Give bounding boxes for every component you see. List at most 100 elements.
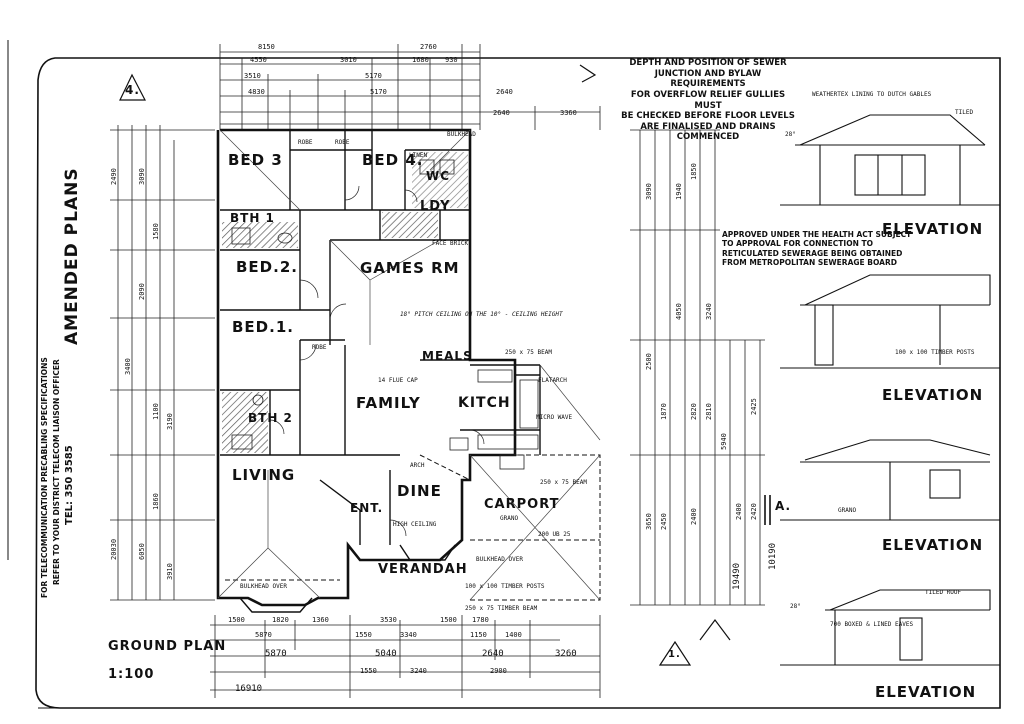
amended-plans-title: AMENDED PLANS — [62, 167, 82, 345]
dimension-label: 1580 — [152, 223, 160, 240]
ground-plan-label: GROUND PLAN — [108, 639, 227, 654]
roof-pitch: 28° — [785, 131, 796, 138]
approval-note: APPROVED UNDER THE HEALTH ACT SUBJECT TO… — [722, 230, 912, 268]
annotation-high-ceiling: HIGH CEILING — [393, 521, 437, 528]
room-bed3: BED 3 — [228, 151, 283, 169]
dimension-label: 1680 — [412, 56, 429, 64]
dimension-label: 3090 — [645, 183, 653, 200]
dimension-label: 2500 — [645, 353, 653, 370]
dimension-label: 6050 — [138, 543, 146, 560]
elevation-note: WEATHERTEX LINING TO DUTCH GABLES — [812, 91, 932, 98]
dimension-label: 5940 — [720, 433, 728, 450]
dimension-label: 2640 — [493, 109, 510, 117]
annotation-flatarch: FLATARCH — [538, 377, 567, 384]
room-wc: WC — [426, 169, 451, 183]
dimension-label: 1870 — [660, 403, 668, 420]
approval-note-line: TO APPROVAL FOR CONNECTION TO — [722, 239, 873, 249]
room-entry: ENT. — [350, 501, 384, 515]
room-bath1: BTH 1 — [230, 211, 275, 225]
room-family: FAMILY — [356, 394, 421, 412]
annotation-bulkhead-over: BULKHEAD OVER — [476, 556, 523, 563]
dimension-label: 5870 — [265, 649, 287, 659]
section-mark: A. — [775, 499, 792, 513]
dimension-label: 3510 — [244, 72, 261, 80]
dimension-label: 5170 — [365, 72, 382, 80]
telecom-note-line1: FOR TELECOMMUNICATION PRECABLING SPECIFI… — [40, 357, 49, 598]
dimension-label: 10190 — [768, 542, 778, 570]
dimension-label: 3340 — [400, 631, 417, 639]
elevation-title: ELEVATION — [882, 536, 984, 554]
dimension-label: 19490 — [732, 562, 742, 590]
elevation-title: ELEVATION — [882, 220, 984, 238]
dimension-label: 2420 — [750, 503, 758, 520]
annotation-micro-wave: MICRO WAVE — [536, 414, 573, 421]
sheet-mark: 4. — [125, 83, 140, 97]
room-meals: MEALS — [422, 349, 473, 363]
annotation-robe: ROBE — [312, 344, 327, 351]
dimension-label: 3530 — [380, 616, 397, 624]
sewer-note: DEPTH AND POSITION OF SEWER JUNCTION AND… — [618, 58, 798, 143]
dimension-label: 2450 — [660, 513, 668, 530]
room-carport: CARPORT — [484, 497, 560, 512]
dimension-label: 2810 — [705, 403, 713, 420]
dimension-label: 1360 — [312, 616, 329, 624]
scale-label: 1:100 — [108, 667, 155, 682]
annotation-linen: LINEN — [409, 152, 428, 159]
dimension-label: 1850 — [690, 163, 698, 180]
dimension-label: 4830 — [248, 88, 265, 96]
elevation-title: ELEVATION — [875, 683, 977, 701]
dimension-label: 1150 — [470, 631, 487, 639]
dimension-label: 2090 — [138, 283, 146, 300]
annotation-bulkhead: BULKHEAD — [447, 131, 476, 138]
annotation-carport-beam: 250 x 75 BEAM — [540, 479, 587, 486]
annotation-bulkhead-over: BULKHEAD OVER — [240, 583, 287, 590]
dimension-label: 1780 — [472, 616, 489, 624]
dimension-label: 1550 — [355, 631, 372, 639]
room-bath2: BTH 2 — [248, 411, 293, 425]
dimension-label: 3010 — [340, 56, 357, 64]
dimension-label: 3240 — [705, 303, 713, 320]
room-verandah: VERANDAH — [378, 562, 468, 577]
annotation-arch: ARCH — [410, 462, 425, 469]
dimension-label: 4550 — [250, 56, 267, 64]
dimension-label: 2900 — [490, 667, 507, 675]
approval-note-line: RETICULATED SEWERAGE BEING OBTAINED — [722, 248, 903, 258]
annotation-ub: 200 UB 25 — [538, 531, 571, 538]
dimension-label: 5170 — [370, 88, 387, 96]
sewer-note-line: BE CHECKED BEFORE FLOOR LEVELS — [621, 111, 795, 122]
dimension-label: 1100 — [152, 403, 160, 420]
annotation-chimney: 14 FLUE CAP — [378, 377, 418, 384]
room-kitchen: KITCH — [458, 395, 511, 411]
room-dine: DINE — [397, 482, 442, 500]
dimension-label: 5040 — [375, 649, 397, 659]
annotation-face-brick: FACE BRICK — [432, 240, 469, 247]
dimension-label: 5870 — [255, 631, 272, 639]
dimension-label: 3910 — [166, 563, 174, 580]
dimension-label: 2425 — [750, 398, 758, 415]
dimension-label: 1940 — [675, 183, 683, 200]
dimension-label: 3260 — [555, 649, 577, 659]
dimension-label: 16910 — [235, 684, 263, 694]
dimension-label: 1550 — [360, 667, 377, 675]
approval-note-line: FROM METROPOLITAN SEWERAGE BOARD — [722, 258, 897, 268]
dimension-label: 1820 — [272, 616, 289, 624]
room-laundry: LDY — [420, 199, 451, 214]
room-bed1: BED.1. — [232, 318, 294, 336]
annotation-timber-beam: 250 x 75 TIMBER BEAM — [465, 605, 538, 612]
room-bed2: BED.2. — [236, 258, 298, 276]
dimension-label: 930 — [445, 56, 458, 64]
dimension-label: 2490 — [110, 168, 118, 185]
tiled-label: TILED — [955, 109, 974, 116]
dimension-label: 3190 — [166, 413, 174, 430]
room-bed4: BED 4. — [362, 151, 424, 169]
dimension-label: 1500 — [228, 616, 245, 624]
dimension-label: 2640 — [496, 88, 513, 96]
dimension-label: 8150 — [258, 43, 275, 51]
annotation-ceiling: 18° PITCH CEILING ON THE 10° - CEILING H… — [400, 311, 563, 318]
dimension-label: 20030 — [110, 538, 118, 560]
dimension-label: 2640 — [482, 649, 504, 659]
annotation-grano: GRANO — [500, 515, 519, 522]
annotation-carport-beam: 250 x 75 BEAM — [505, 349, 552, 356]
dimension-label: 4050 — [675, 303, 683, 320]
